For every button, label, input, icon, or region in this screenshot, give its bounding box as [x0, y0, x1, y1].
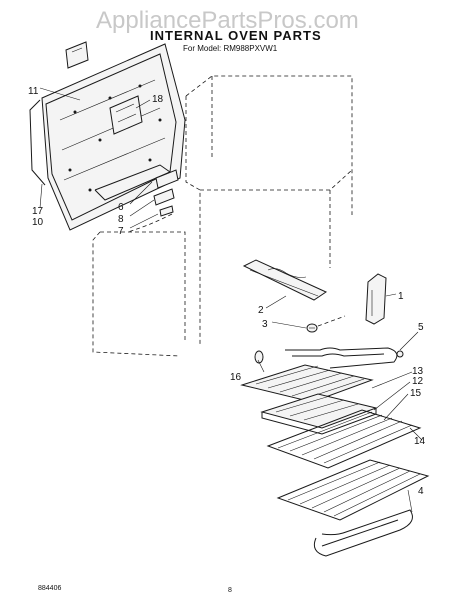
page-title: INTERNAL OVEN PARTS: [150, 28, 322, 43]
oven-rack-lower: [276, 459, 430, 521]
callout-11: 11: [28, 86, 39, 97]
watermark: AppliancePartsPros.com: [96, 7, 359, 34]
callout-4: 4: [418, 486, 424, 497]
model-subtitle: For Model: RM988PXVW1: [183, 44, 278, 53]
mounting-screw: [306, 315, 346, 333]
callout-12: 12: [412, 376, 424, 387]
footer-page-number: 8: [228, 587, 232, 594]
wire-harness: [127, 213, 173, 233]
element-cover: [365, 273, 387, 325]
callout-10: 10: [32, 217, 44, 228]
callout-17: 17: [32, 206, 44, 217]
leader-lines: [39, 87, 423, 513]
footer-document-number: 884406: [38, 585, 61, 592]
callout-18: 18: [152, 94, 164, 105]
oven-bottom-rail: [242, 259, 328, 301]
back-panel-bracket: [65, 41, 89, 69]
callout-6: 6: [118, 202, 124, 213]
bake-element: [285, 347, 404, 369]
callout-14: 14: [414, 436, 426, 447]
back-panel-cover-plate: [109, 95, 143, 135]
bottom-bake-element: [313, 509, 413, 557]
callout-2: 2: [258, 305, 264, 316]
rack-knob: [254, 350, 264, 364]
broiler-pan: [260, 393, 378, 435]
callout-16: 16: [230, 372, 242, 383]
callout-15: 15: [410, 388, 422, 399]
oven-rack-upper: [266, 409, 422, 469]
broiler-pan-grid: [240, 364, 374, 403]
callout-8: 8: [118, 214, 124, 225]
terminal-block: [153, 169, 179, 217]
callout-3: 3: [262, 319, 268, 330]
callout-1: 1: [398, 291, 404, 302]
callout-5: 5: [418, 322, 424, 333]
callout-labels: 1 2 3 4 5 6 7 8 10 11 12 13 14 15 16 17 …: [28, 86, 426, 497]
oven-cavity-frame: [92, 75, 353, 357]
callout-7: 7: [118, 226, 124, 237]
callout-13: 13: [412, 366, 424, 377]
